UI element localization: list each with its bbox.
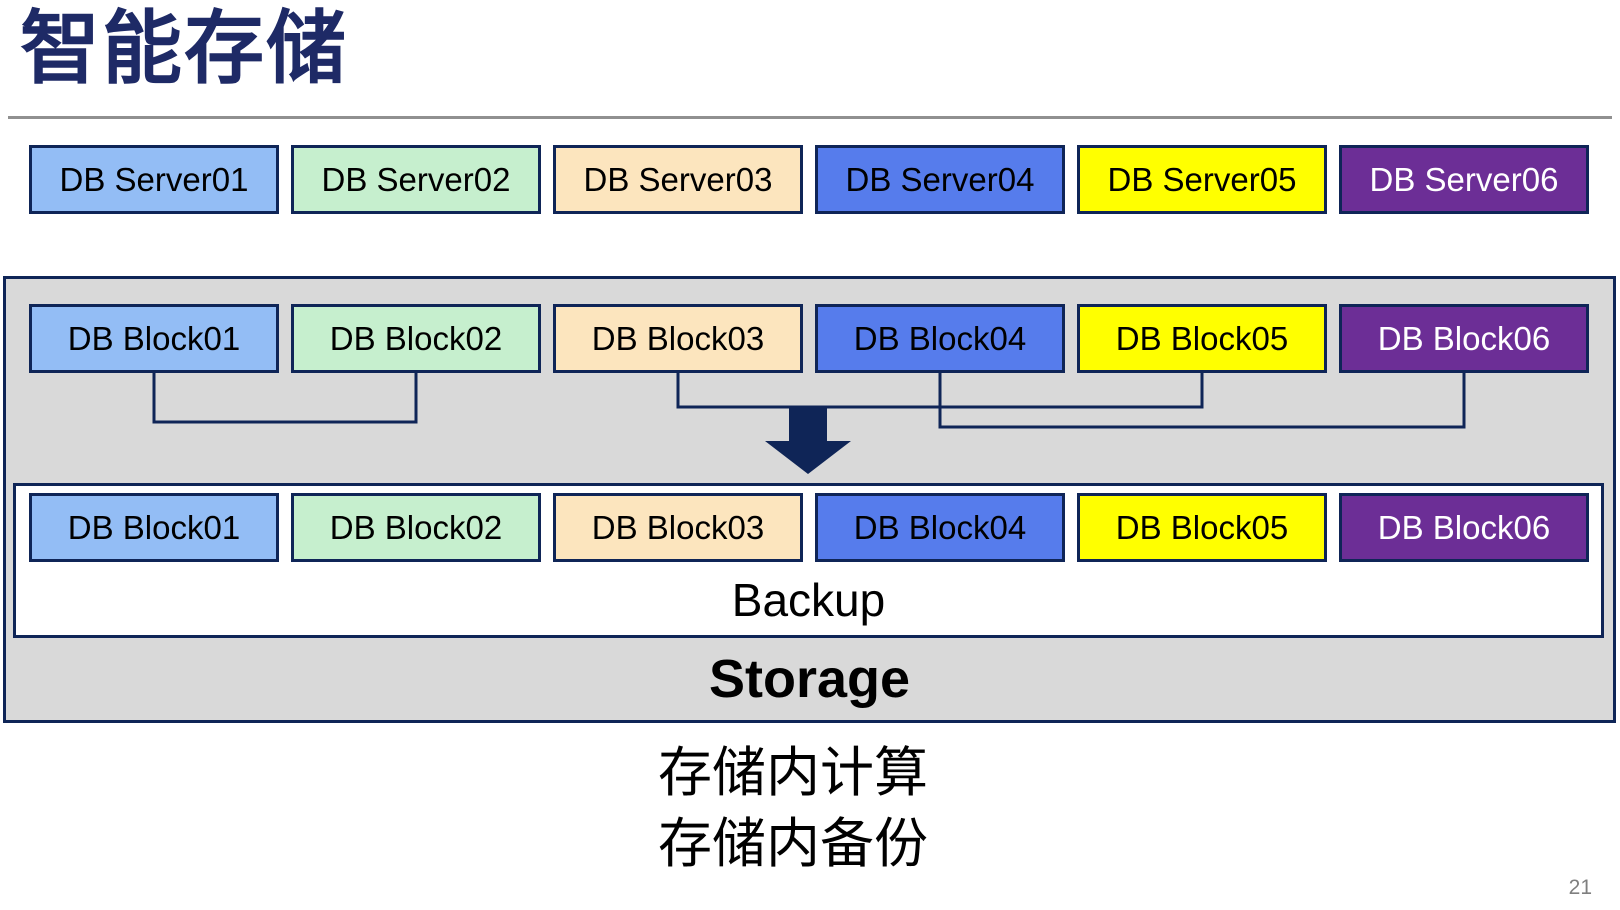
db-block-box: DB Block02: [291, 304, 541, 373]
db-block-box: DB Block06: [1339, 493, 1589, 562]
db-server-box: DB Server01: [29, 145, 279, 214]
db-server-box: DB Server06: [1339, 145, 1589, 214]
db-block-box: DB Block05: [1077, 493, 1327, 562]
caption-text: 存储内计算 存储内备份: [658, 738, 928, 880]
db-block-box: DB Block03: [553, 304, 803, 373]
page-title: 智能存储: [20, 4, 348, 93]
db-server-box: DB Server05: [1077, 145, 1327, 214]
db-server-box: DB Server04: [815, 145, 1065, 214]
caption-line-1: 存储内计算: [658, 743, 928, 803]
db-block-box: DB Block01: [29, 304, 279, 373]
title-divider-line: [8, 116, 1612, 119]
db-server-box: DB Server02: [291, 145, 541, 214]
storage-label: Storage: [708, 649, 911, 709]
db-block-box: DB Block05: [1077, 304, 1327, 373]
db-block-box: DB Block04: [815, 493, 1065, 562]
page-number: 21: [1568, 876, 1592, 899]
backup-label: Backup: [731, 574, 886, 626]
db-block-box: DB Block03: [553, 493, 803, 562]
caption-line-2: 存储内备份: [658, 814, 928, 874]
db-block-box: DB Block02: [291, 493, 541, 562]
db-block-box: DB Block01: [29, 493, 279, 562]
db-block-box: DB Block06: [1339, 304, 1589, 373]
db-server-box: DB Server03: [553, 145, 803, 214]
db-block-box: DB Block04: [815, 304, 1065, 373]
